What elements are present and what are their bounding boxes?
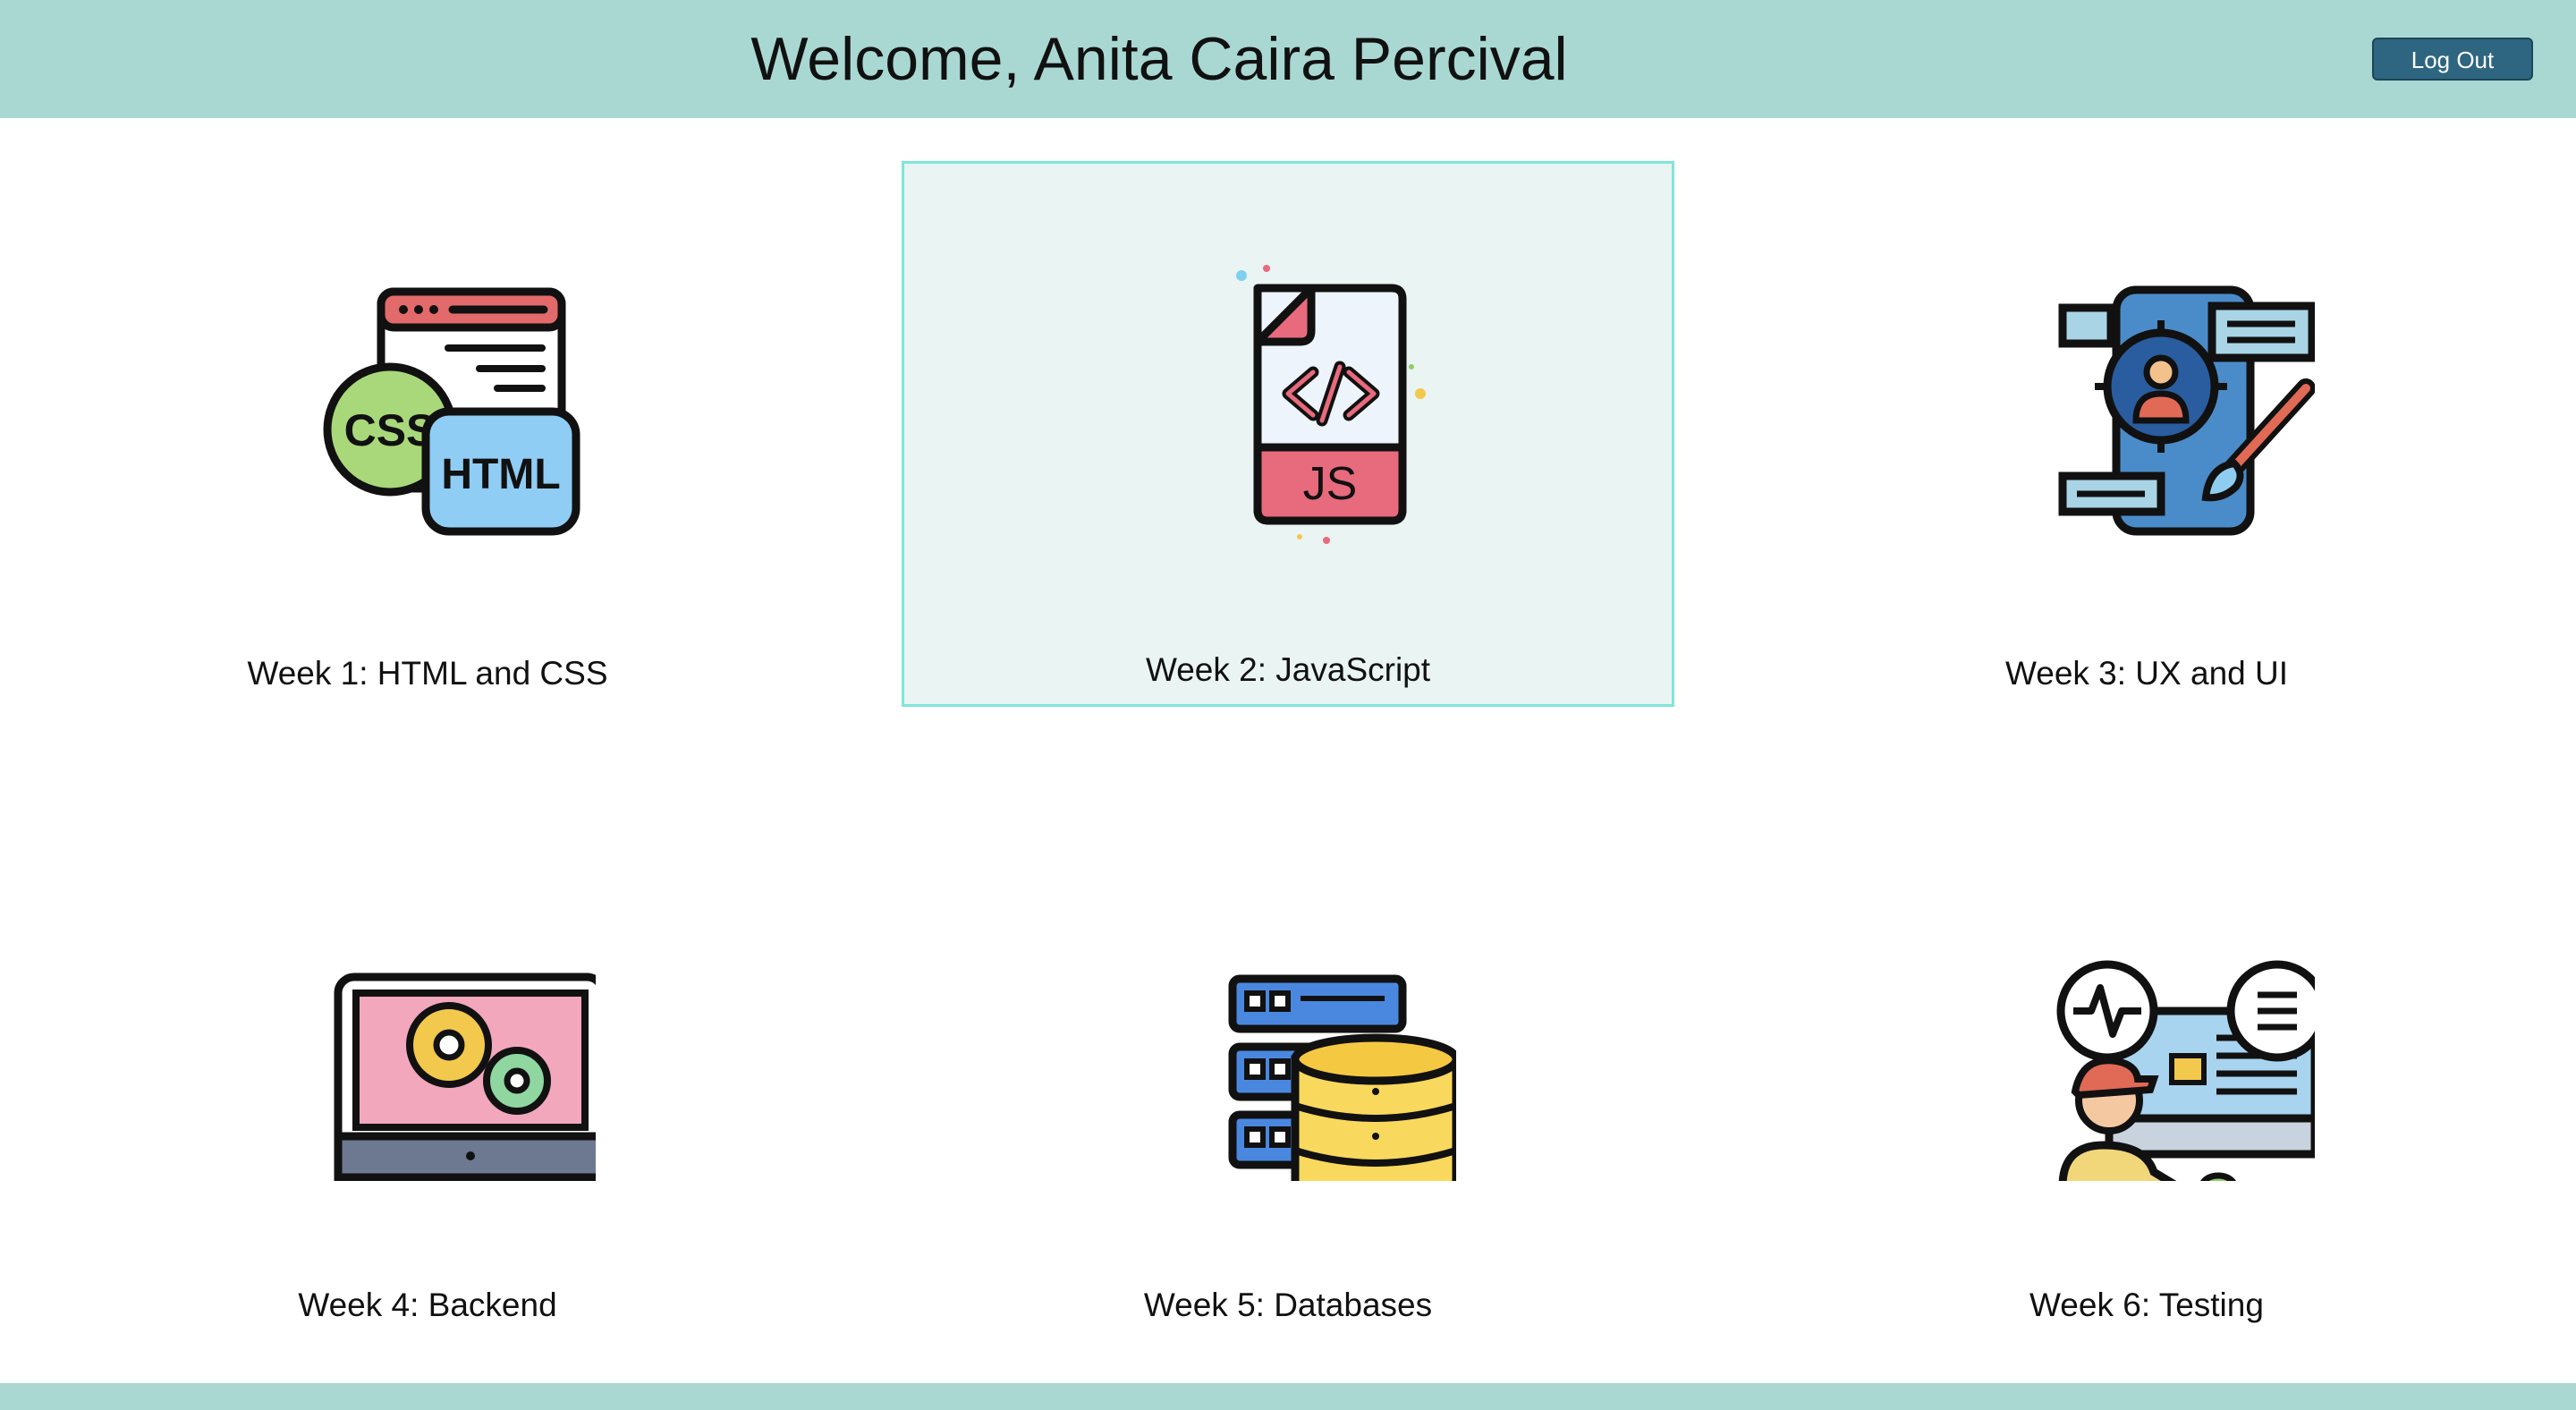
html-css-icon: CSS HTML (323, 287, 580, 536)
week-card-4[interactable]: Week 4: Backend (41, 796, 814, 1342)
log-out-button[interactable]: Log Out (2372, 38, 2533, 81)
top-bar: Welcome, Anita Caira Percival Log Out (0, 0, 2576, 118)
week-label: Week 3: UX and UI (2004, 655, 2289, 692)
javascript-file-icon: JS (1236, 265, 1426, 544)
week-label: Week 1: HTML and CSS (247, 655, 608, 692)
week-card-1[interactable]: CSS HTML Week 1: HTML and CSS (41, 165, 814, 710)
week-label: Week 6: Testing (2029, 1287, 2264, 1323)
week-label: Week 5: Databases (1143, 1287, 1433, 1323)
week-card-2[interactable]: JS Week 2: JavaScript (902, 161, 1674, 707)
svg-text:HTML: HTML (441, 451, 560, 498)
bottom-bar (0, 1383, 2576, 1410)
svg-text:CSS: CSS (344, 405, 436, 455)
ux-ui-design-icon (2058, 285, 2315, 536)
welcome-heading: Welcome, Anita Caira Percival (750, 25, 1568, 93)
week-card-3[interactable]: Week 3: UX and UI (1760, 165, 2533, 710)
database-server-icon (1228, 974, 1456, 1181)
testing-developer-icon (2056, 960, 2315, 1181)
week-label: Week 4: Backend (298, 1287, 557, 1323)
backend-monitor-gears-icon (334, 973, 596, 1181)
js-text: JS (1303, 458, 1358, 510)
week-label: Week 2: JavaScript (1145, 651, 1431, 688)
week-card-5[interactable]: Week 5: Databases (902, 796, 1674, 1342)
week-card-6[interactable]: Week 6: Testing (1760, 796, 2533, 1342)
